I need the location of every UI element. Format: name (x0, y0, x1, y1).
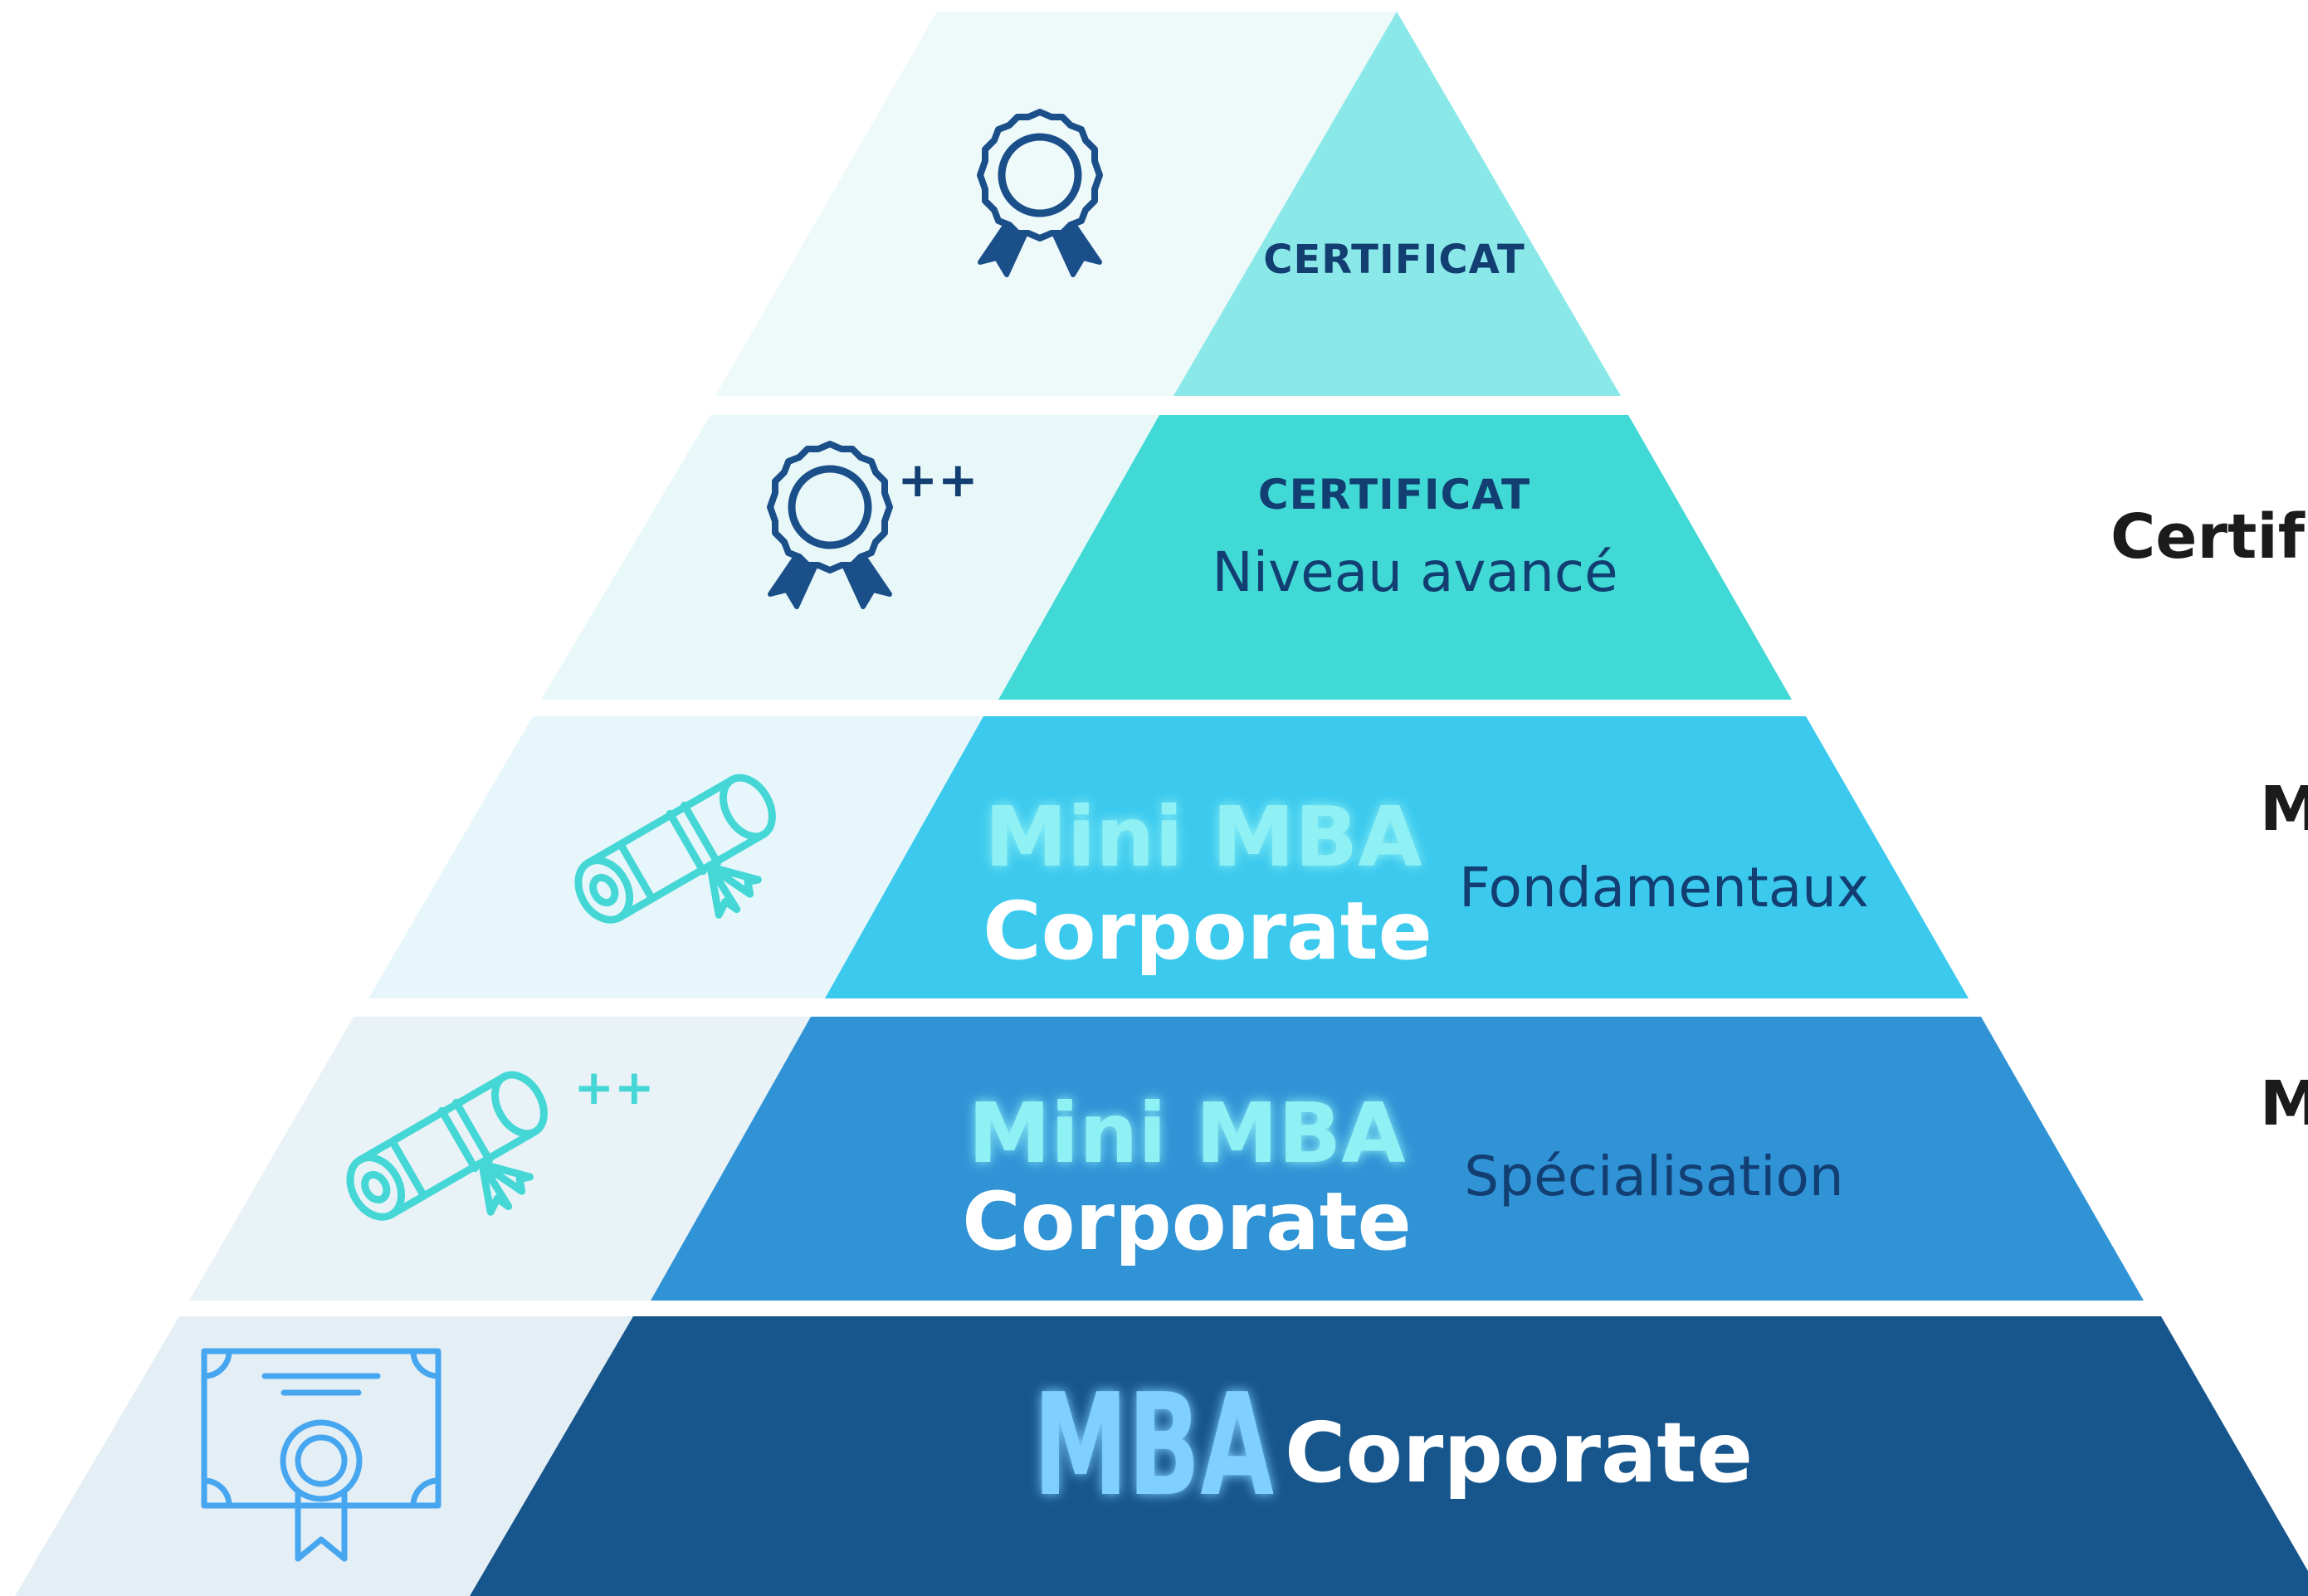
tier-2-title: CERTIFICAT (1258, 471, 1530, 519)
rosette-award-plus-icon (767, 441, 893, 609)
tier-4-plus-badge: ++ (573, 1059, 654, 1115)
tier-3-line2: Corporate (983, 885, 1432, 978)
tier-5-left-panel (15, 1316, 633, 1596)
right-label-certif: Certif (2110, 501, 2306, 573)
tier-3-main-band (825, 716, 1969, 998)
tier-3-subtitle: Fondamentaux (1459, 856, 1869, 920)
tier-5-main-band (470, 1316, 2308, 1596)
tier-mba-corporate: MBA Corporate (15, 1316, 2308, 1596)
tier-2-main-band (998, 415, 1792, 700)
tier-3-left-panel (368, 716, 983, 998)
tier-3-line1: Mini MBA (984, 788, 1422, 886)
tier-1-main-band (1174, 12, 1621, 396)
tier-2-plus-badge: ++ (897, 451, 978, 508)
framed-certificate-icon (201, 1348, 442, 1562)
diploma-scroll-icon (574, 774, 776, 924)
tier-certificat-avance: ++ CERTIFICAT Niveau avancé (541, 415, 1792, 700)
tier-4-subtitle: Spécialisation (1464, 1145, 1843, 1208)
tier-4-left-panel (189, 1017, 811, 1301)
tier-4-line1: Mini MBA (968, 1085, 1405, 1182)
right-label-m-1: M (2260, 774, 2308, 845)
tier-1-title: CERTIFICAT (1263, 237, 1525, 283)
tier-mini-mba-specialisation: ++ Mini MBA Corporate Spécialisation (189, 1017, 2144, 1301)
tier-2-left-panel (541, 415, 1159, 700)
right-label-m-2: M (2260, 1068, 2308, 1140)
diploma-scroll-plus-icon (346, 1071, 548, 1221)
tier-5-line2: Corporate (1285, 1404, 1753, 1501)
tier-mini-mba-fondamentaux: Mini MBA Corporate Fondamentaux (368, 716, 1969, 998)
tier-4-line2: Corporate (962, 1175, 1412, 1268)
rosette-award-icon (977, 109, 1103, 277)
tier-2-subtitle: Niveau avancé (1212, 540, 1618, 604)
tier-4-main-band (651, 1017, 2144, 1301)
tier-5-line1: MBA (1033, 1364, 1274, 1528)
tier-certificat: CERTIFICAT (715, 12, 1621, 396)
tier-1-left-panel (715, 12, 1397, 396)
